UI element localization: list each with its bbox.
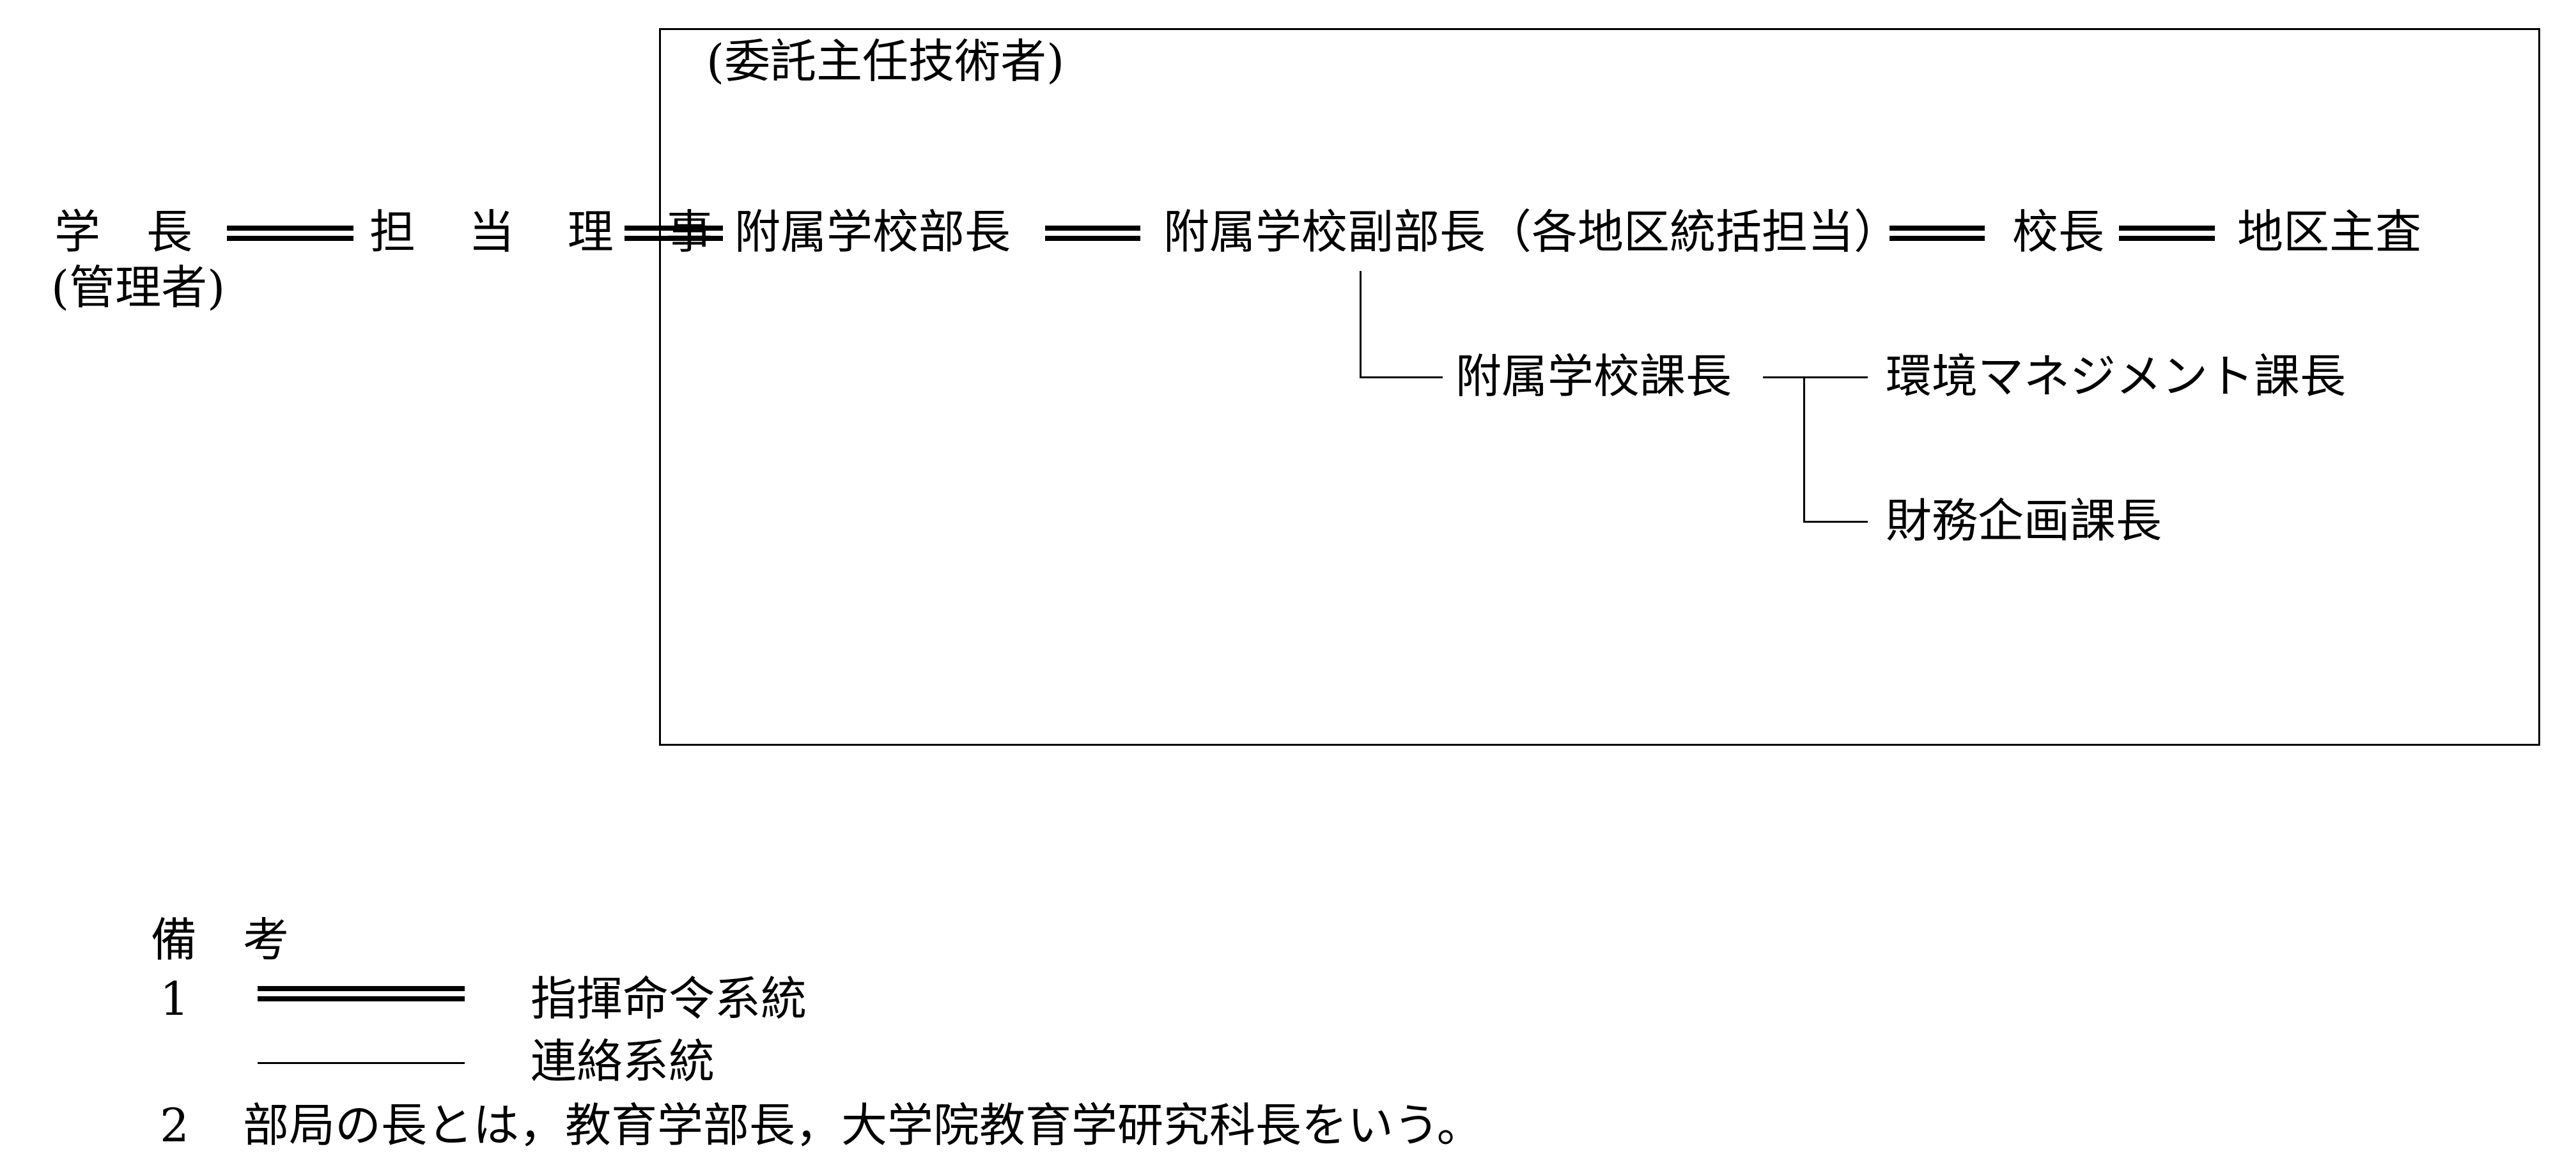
president-note: (管理者) [51, 261, 226, 314]
liaison-line [1803, 376, 1805, 523]
president-label: 学 長 [54, 205, 193, 259]
liaison-line [1360, 376, 1443, 378]
command-line [1889, 226, 1985, 241]
note-1-number: 1 [160, 972, 189, 1026]
node-school-director: 附属学校部長 [734, 205, 1011, 259]
entrusted-chief-engineer-box [659, 28, 2540, 746]
legend-command-label: 指揮命令系統 [531, 972, 807, 1026]
node-environment-management-chief: 環境マネジメント課長 [1886, 350, 2347, 403]
command-line [625, 226, 723, 241]
node-district-chief: 地区主査 [2237, 205, 2422, 259]
command-line [1045, 226, 1140, 241]
node-principal: 校長 [2012, 205, 2105, 259]
legend-liaison-label: 連絡系統 [531, 1035, 715, 1088]
liaison-line [1360, 271, 1362, 378]
box-caption: (委託主任技術者) [706, 35, 1065, 88]
notes-heading: 備 考 [151, 913, 290, 967]
note-2-number: 2 [160, 1099, 189, 1152]
node-school-section-chief: 附属学校課長 [1455, 350, 1732, 403]
command-line [227, 226, 353, 241]
command-line [2119, 226, 2215, 241]
liaison-line [1763, 376, 1868, 378]
node-deputy-director: 附属学校副部長（各地区統括担当） [1163, 205, 1900, 259]
director-label: 担 当 理 事 [369, 205, 732, 259]
legend-command-line [258, 986, 465, 1001]
legend-liaison-line [258, 1062, 465, 1064]
liaison-line [1803, 521, 1868, 523]
node-finance-planning-chief: 財務企画課長 [1886, 494, 2162, 548]
note-2-text: 部局の長とは，教育学部長，大学院教育学研究科長をいう。 [243, 1099, 1483, 1152]
